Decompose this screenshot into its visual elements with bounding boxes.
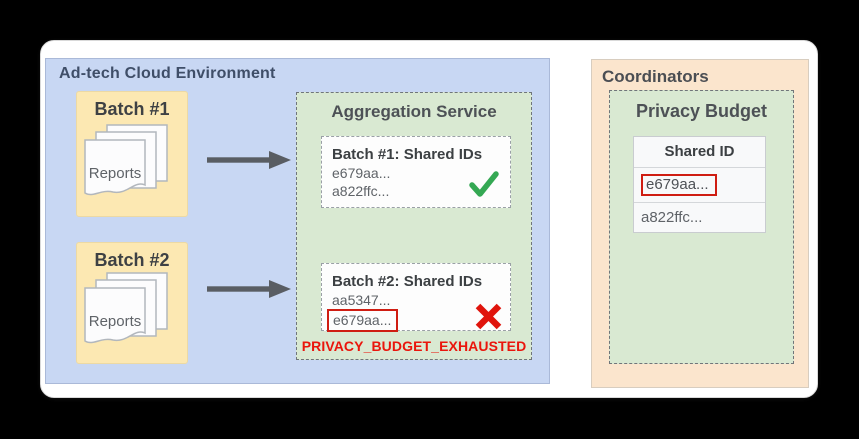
coordinators-label: Coordinators: [602, 67, 709, 86]
arrow-right-icon: [207, 151, 291, 169]
shared-id-value: a822ffc...: [332, 183, 390, 199]
reports-label: Reports: [88, 313, 142, 330]
batch-2-title: Batch #2: [94, 250, 170, 270]
checkmark-icon: [469, 171, 499, 197]
table-row: a822ffc...: [634, 202, 765, 232]
privacy-budget-title: Privacy Budget: [635, 101, 768, 121]
diagram-canvas: Ad-tech Cloud Environment Batch #1 Repor…: [40, 40, 818, 398]
flagged-shared-id-value: e679aa...: [327, 309, 399, 332]
privacy-budget-box: Privacy Budget Shared ID e679aa... a822f…: [609, 90, 794, 364]
adtech-cloud-environment-box: Ad-tech Cloud Environment Batch #1 Repor…: [45, 58, 550, 384]
batch-2-result-title: Batch #2: Shared IDs: [332, 273, 483, 290]
flagged-shared-id-value: e679aa...: [641, 174, 717, 196]
x-mark-icon: [475, 303, 502, 330]
arrow-right-icon: [207, 280, 291, 298]
adtech-environment-label: Ad-tech Cloud Environment: [59, 65, 276, 82]
shared-id-table-header: Shared ID: [664, 143, 735, 160]
aggregation-service-title: Aggregation Service: [331, 102, 497, 121]
batch-2-result-box: Batch #2: Shared IDs aa5347... e679aa...: [321, 263, 511, 332]
table-row: e679aa...: [634, 167, 765, 202]
batch-1-box: Batch #1 Reports: [76, 91, 188, 217]
reports-stack-icon: Reports: [83, 271, 183, 361]
batch-2-box: Batch #2 Reports: [76, 242, 188, 364]
coordinators-box: Coordinators Privacy Budget Shared ID e6…: [591, 59, 809, 388]
batch-1-result-title: Batch #1: Shared IDs: [332, 146, 483, 163]
reports-stack-icon: Reports: [83, 123, 183, 213]
document-stack-icon: [84, 124, 168, 196]
reports-label: Reports: [88, 165, 142, 182]
batch-1-title: Batch #1: [94, 99, 170, 119]
shared-id-table: Shared ID e679aa... a822ffc...: [633, 136, 766, 233]
shared-id-value: aa5347...: [332, 292, 391, 308]
privacy-budget-exhausted-label: PRIVACY_BUDGET_EXHAUSTED: [301, 338, 527, 354]
batch-1-result-box: Batch #1: Shared IDs e679aa... a822ffc..…: [321, 136, 511, 208]
document-stack-icon: [84, 272, 168, 344]
aggregation-service-box: Aggregation Service Batch #1: Shared IDs…: [296, 92, 532, 360]
shared-id-value: e679aa...: [332, 165, 391, 181]
